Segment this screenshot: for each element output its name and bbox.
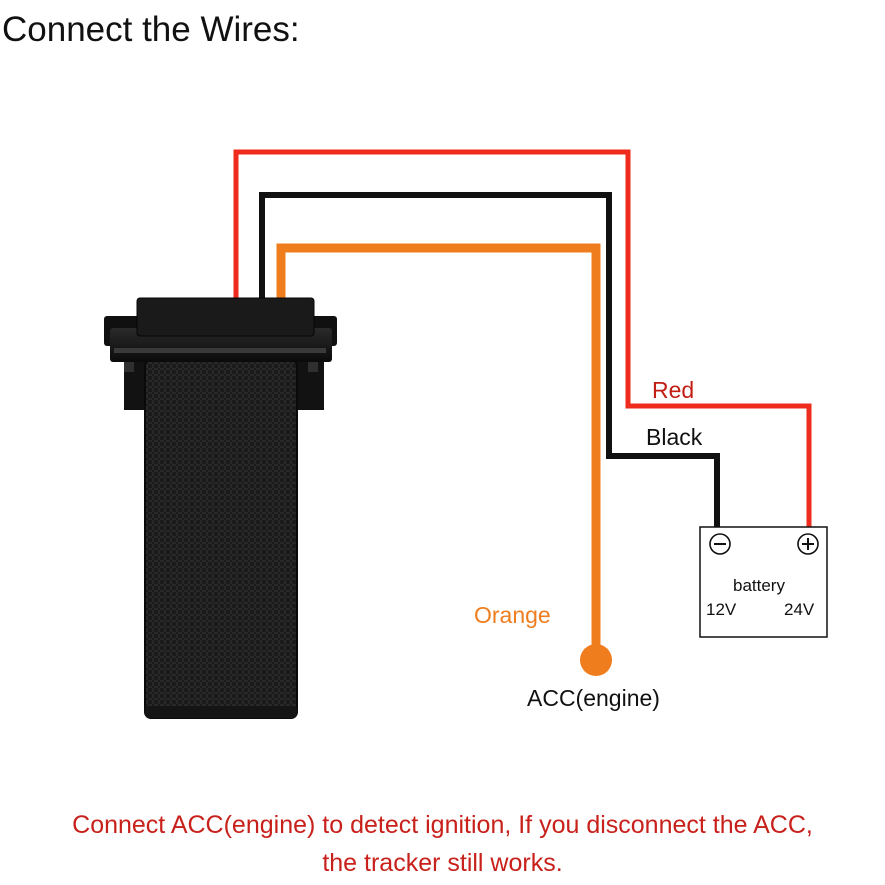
orange-wire-label: Orange <box>474 602 551 628</box>
battery-voltage-12v: 12V <box>706 600 737 619</box>
plus-circle-icon <box>797 533 819 555</box>
note-line-2: the tracker still works. <box>322 849 563 877</box>
battery: battery 12V 24V <box>699 526 828 638</box>
battery-voltage-24v: 24V <box>784 600 815 619</box>
black-wire-label: Black <box>646 424 703 450</box>
minus-circle-icon <box>709 533 731 555</box>
black-wire <box>259 192 720 530</box>
orange-wire <box>276 243 601 652</box>
page-title: Connect the Wires: <box>2 10 300 49</box>
gps-tracker-device-icon <box>104 297 337 719</box>
red-wire-label: Red <box>652 377 694 403</box>
acc-terminal <box>580 644 612 676</box>
note-line-1: Connect ACC(engine) to detect ignition, … <box>72 811 813 839</box>
acc-label: ACC(engine) <box>527 685 660 711</box>
red-wire <box>233 149 812 530</box>
battery-label: battery <box>733 576 785 595</box>
